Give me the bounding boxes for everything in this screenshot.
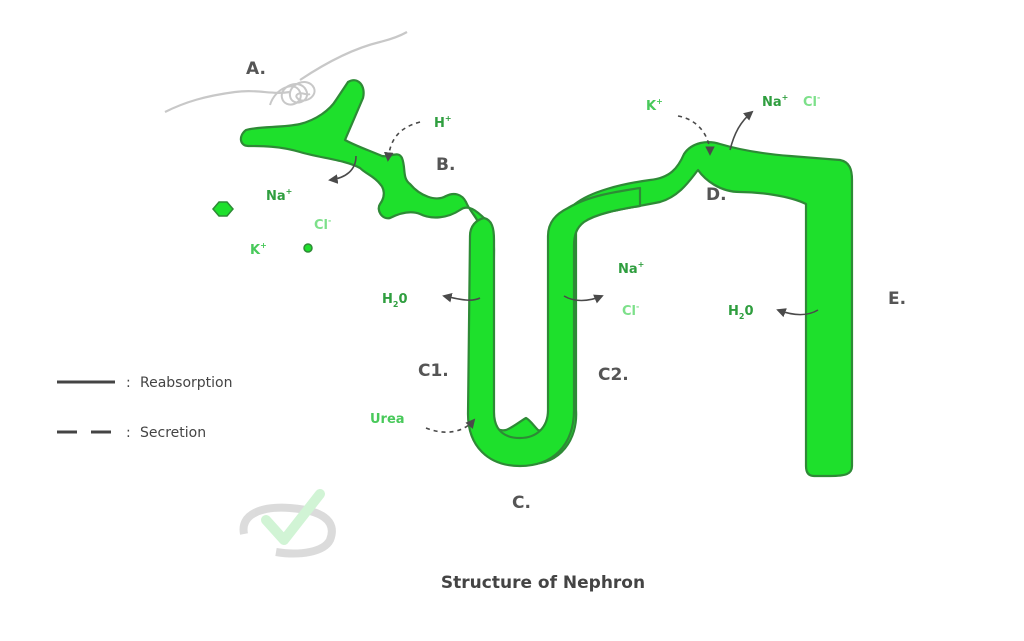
ion-k-left: K+ xyxy=(250,241,267,258)
reabsorption-arrow-h2o-e xyxy=(776,308,819,318)
section-label-c2: C2. xyxy=(598,365,629,385)
watermark-checkmark-icon xyxy=(239,489,336,558)
reabsorption-arrow-h2o-c1 xyxy=(442,292,481,303)
ion-k-d: K+ xyxy=(646,97,663,114)
circle-particle-icon xyxy=(303,243,313,253)
section-label-c: C. xyxy=(512,493,531,513)
secretion-arrow-h xyxy=(383,121,421,162)
section-label-c1: C1. xyxy=(418,361,449,381)
secretion-arrow-urea xyxy=(425,418,476,433)
ion-na-d: Na+ xyxy=(762,93,788,110)
section-label-e: E. xyxy=(888,289,906,309)
hexagon-particle-icon xyxy=(212,201,234,217)
ion-h2o-e: H20 xyxy=(728,304,754,321)
reabsorption-arrow-na-left xyxy=(328,155,357,184)
legend-secretion: Secretion xyxy=(140,425,206,441)
ion-urea: Urea xyxy=(370,412,405,427)
legend-reabsorption: Reabsorption xyxy=(140,375,233,391)
ion-cl-left: Cl- xyxy=(314,216,331,233)
legend-separator-2: : xyxy=(126,425,131,441)
diagram-title: Structure of Nephron xyxy=(441,573,645,593)
ion-cl-c2: Cl- xyxy=(622,302,639,319)
loop-of-henle xyxy=(466,186,642,468)
section-label-d: D. xyxy=(706,185,727,205)
legend: : Reabsorption : Secretion xyxy=(57,375,233,441)
ion-cl-d: Cl- xyxy=(803,93,820,110)
reabsorption-arrow-c2 xyxy=(563,294,604,304)
section-label-b: B. xyxy=(436,155,455,175)
ion-h2o-c1: H20 xyxy=(382,292,408,309)
glomerulus-icon xyxy=(164,31,408,113)
secretion-arrow-k-d xyxy=(677,115,715,156)
ion-na-c2: Na+ xyxy=(618,260,644,277)
reabsorption-arrow-na-d xyxy=(729,110,754,151)
ion-na-left: Na+ xyxy=(266,187,292,204)
section-label-a: A. xyxy=(246,59,266,79)
ion-h-plus: H+ xyxy=(434,114,452,131)
legend-separator-1: : xyxy=(126,375,131,391)
